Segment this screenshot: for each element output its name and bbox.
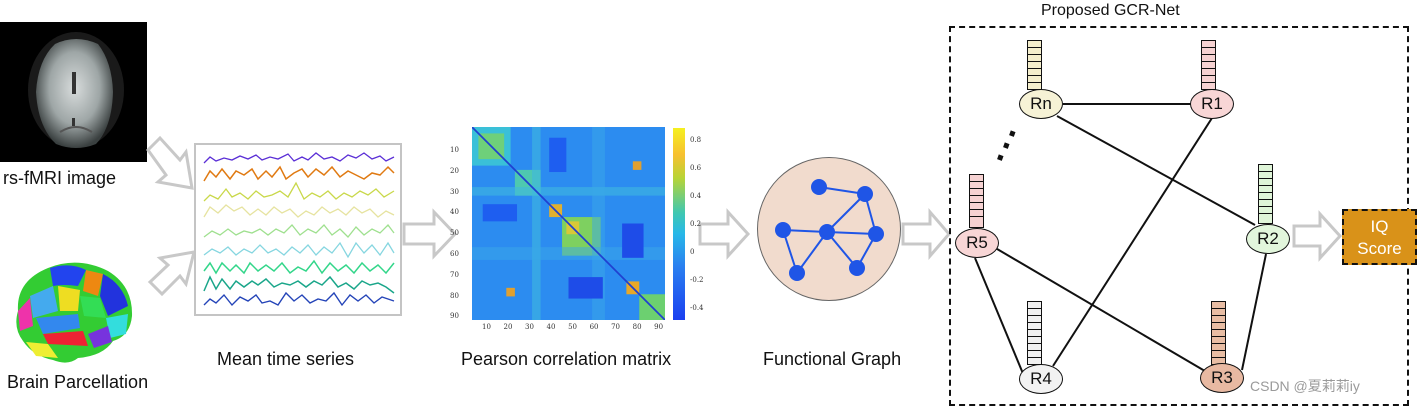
functional-graph-label: Functional Graph xyxy=(763,349,902,369)
y-tick: 50 xyxy=(450,229,459,238)
x-tick: 90 xyxy=(654,323,664,331)
brain-parcellation-image xyxy=(8,256,136,368)
iq-score-line2: Score xyxy=(1357,239,1402,258)
pearson-matrix-label: Pearson correlation matrix xyxy=(461,349,672,369)
y-tick: 40 xyxy=(450,208,459,217)
brain-parcellation-label: Brain Parcellation xyxy=(7,372,149,392)
colorbar-tick: 0 xyxy=(690,248,695,256)
time-series-panel xyxy=(194,143,402,316)
iq-score-line1: IQ xyxy=(1370,217,1389,236)
node-r3: R3 xyxy=(1200,363,1244,393)
y-tick: 90 xyxy=(450,312,459,321)
x-tick: 10 xyxy=(482,323,491,331)
y-tick: 30 xyxy=(450,187,459,196)
ellipsis-icon xyxy=(997,130,1016,161)
correlation-heatmap xyxy=(472,127,665,320)
feature-stack-r1 xyxy=(1201,40,1216,90)
feature-stack-r3 xyxy=(1211,301,1226,365)
iq-score-output: IQ Score xyxy=(1342,209,1417,265)
feature-stack-r5 xyxy=(969,174,984,228)
y-tick: 70 xyxy=(450,270,459,279)
node-r5: R5 xyxy=(955,228,999,258)
x-tick: 30 xyxy=(525,323,534,331)
feature-stack-r4 xyxy=(1027,301,1042,365)
mean-time-series-label: Mean time series xyxy=(217,349,355,369)
x-tick: 50 xyxy=(568,323,577,331)
feature-stack-rn xyxy=(1027,40,1042,90)
node-r2: R2 xyxy=(1246,224,1290,254)
feature-stack-r2 xyxy=(1258,164,1273,224)
y-tick: 60 xyxy=(450,249,459,258)
colorbar-tick: -0.4 xyxy=(690,304,704,312)
colorbar-tick: 0.4 xyxy=(690,192,702,200)
colorbar-tick: -0.2 xyxy=(690,276,704,284)
colorbar-tick: 0.8 xyxy=(690,136,702,144)
graph-node-icon xyxy=(775,179,884,281)
node-r1: R1 xyxy=(1190,89,1234,119)
x-tick: 80 xyxy=(632,323,642,331)
functional-graph xyxy=(757,157,901,301)
x-tick: 20 xyxy=(503,323,513,331)
y-tick: 10 xyxy=(450,146,459,154)
node-rn: Rn xyxy=(1019,89,1063,119)
colorbar xyxy=(673,128,685,320)
gcr-net-title: Proposed GCR-Net xyxy=(1041,2,1180,19)
colorbar-tick: 0.6 xyxy=(690,164,702,172)
heatmap-x-ticks: 10 20 30 40 50 60 70 80 90 xyxy=(482,323,663,331)
y-tick: 20 xyxy=(450,166,459,175)
colorbar-tick: 0.2 xyxy=(690,220,702,228)
watermark: CSDN @夏莉莉iy xyxy=(1250,378,1360,394)
y-tick: 80 xyxy=(450,291,459,300)
arrow-icon xyxy=(146,135,1343,297)
rs-fmri-label: rs-fMRI image xyxy=(3,168,117,188)
heatmap-y-ticks: 10 20 30 40 50 60 70 80 90 xyxy=(450,140,459,327)
x-tick: 60 xyxy=(589,323,599,331)
rs-fmri-image xyxy=(0,22,147,162)
x-tick: 40 xyxy=(546,323,556,331)
time-series-plot xyxy=(203,152,395,307)
x-tick: 70 xyxy=(611,323,621,331)
node-r4: R4 xyxy=(1019,364,1063,394)
